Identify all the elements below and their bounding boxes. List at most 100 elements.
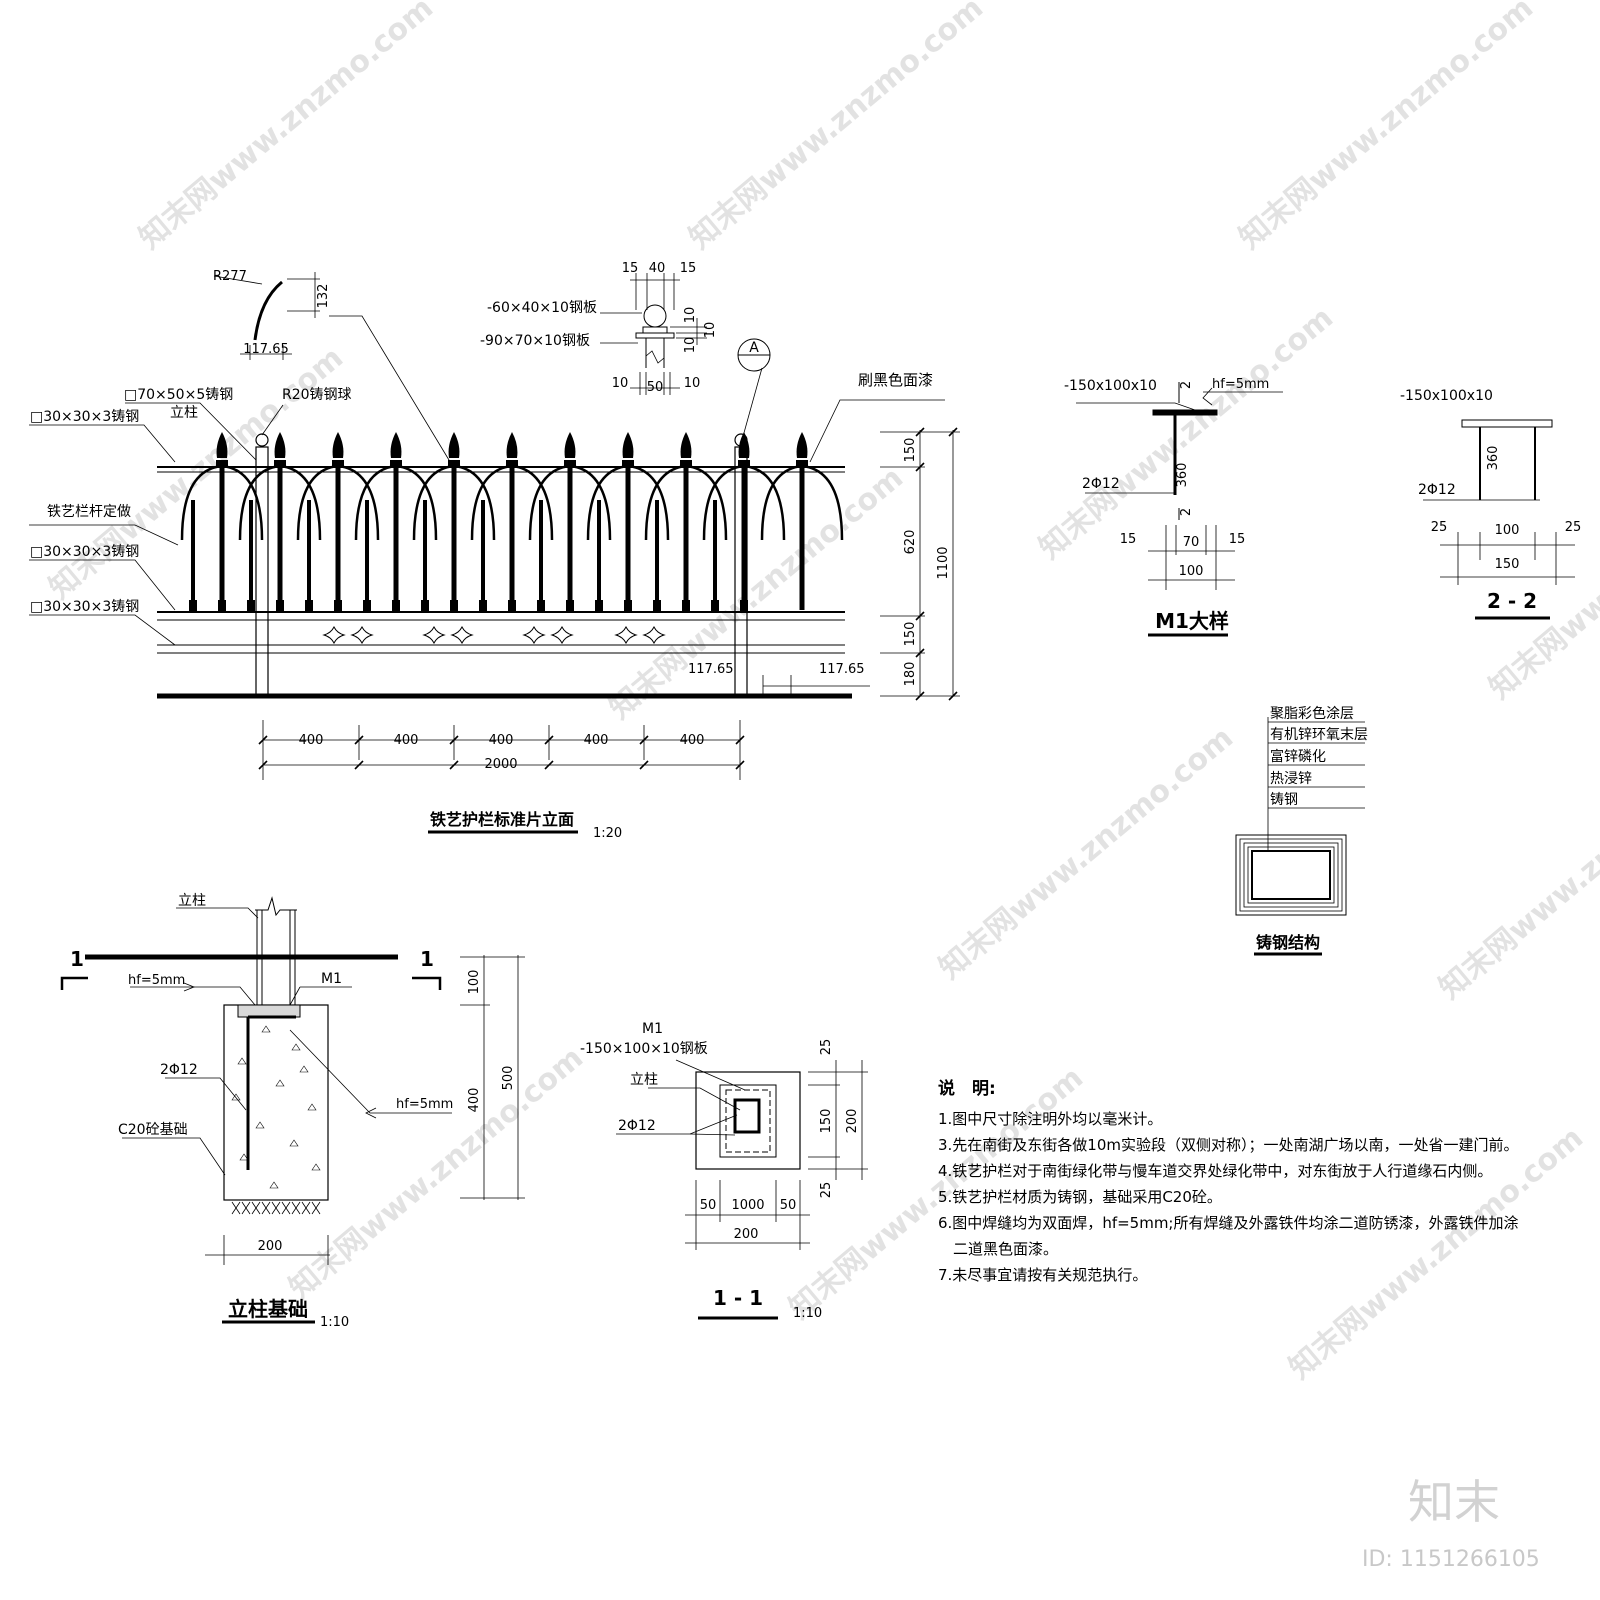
rosette-ornament bbox=[350, 625, 374, 645]
s11-dim-25b: 25 bbox=[819, 1182, 834, 1199]
s11-dim-25a: 25 bbox=[819, 1039, 834, 1056]
intermediate-bar bbox=[684, 500, 688, 612]
section-1-1-labels: M1 -150×100×10钢板 立柱 2Φ12 25 150 200 25 5… bbox=[580, 1021, 860, 1321]
aggregate-mark bbox=[237, 1057, 247, 1065]
dim-tick bbox=[735, 735, 745, 745]
bar-foot bbox=[566, 600, 574, 612]
cap-dim-10c: 10 bbox=[683, 337, 698, 354]
cap-dim-10a: 10 bbox=[683, 307, 698, 324]
intermediate-bar bbox=[336, 500, 340, 612]
bar-foot bbox=[218, 600, 226, 612]
intermediate-bar bbox=[220, 500, 224, 612]
watermark-text: 知末网www.znzmo.com bbox=[283, 1040, 590, 1306]
image-id: ID: 1151266105 bbox=[1362, 1547, 1540, 1572]
soil-hatch-line bbox=[241, 1201, 251, 1215]
dim-150-top: 150 bbox=[903, 438, 918, 463]
bar-foot bbox=[247, 600, 255, 612]
soil-hatch-line bbox=[301, 1201, 311, 1215]
fnd-post-label: 立柱 bbox=[178, 893, 206, 909]
railing-bar bbox=[799, 462, 805, 610]
cap-dim-10d: 10 bbox=[612, 376, 629, 391]
dim-tick bbox=[544, 760, 554, 770]
dim-tick bbox=[915, 427, 925, 437]
bar-foot bbox=[421, 600, 429, 612]
dim-tick bbox=[639, 735, 649, 745]
cap-detail-labels: 15 40 15 -60×40×10钢板 -90×70×10钢板 10 10 1… bbox=[480, 261, 759, 395]
aggregate-mark bbox=[291, 1043, 301, 1051]
bar-foot bbox=[508, 600, 516, 612]
s11-plate-label: -150×100×10钢板 bbox=[580, 1041, 708, 1057]
s11-dim-50b: 50 bbox=[780, 1198, 797, 1213]
aggregate-mark bbox=[289, 1139, 299, 1147]
top-rail-label: □30×30×3铸钢 bbox=[30, 409, 139, 425]
right-offset-label: 117.65 bbox=[819, 662, 865, 677]
dim-tick bbox=[915, 691, 925, 701]
elevation-scale: 1:20 bbox=[593, 826, 622, 841]
m1-weld-label: hf=5mm bbox=[1212, 377, 1269, 392]
aggregate-mark bbox=[261, 1025, 271, 1033]
dim-400-4: 400 bbox=[584, 733, 609, 748]
watermark-text: 知末网www.znzmo.com bbox=[133, 0, 440, 256]
bar-foot bbox=[363, 600, 371, 612]
bar-foot bbox=[624, 600, 632, 612]
spear-finial bbox=[274, 432, 286, 458]
intermediate-bar bbox=[191, 500, 195, 612]
spear-collar bbox=[738, 460, 750, 468]
spear-finial bbox=[448, 432, 460, 458]
note-7: 7.未尽事宜请按有关规范执行。 bbox=[938, 1266, 1147, 1284]
cut-mark-left: 1 bbox=[70, 947, 84, 971]
fnd-weld1-label: hf=5mm bbox=[128, 973, 185, 988]
dim-400-5: 400 bbox=[680, 733, 705, 748]
s22-plate-label: -150x100x10 bbox=[1400, 388, 1493, 404]
spear-collar bbox=[274, 460, 286, 468]
bar-foot bbox=[682, 600, 690, 612]
spear-collar bbox=[390, 460, 402, 468]
intermediate-bar bbox=[626, 500, 630, 612]
spear-finial bbox=[332, 432, 344, 458]
m1-title: M1大样 bbox=[1155, 609, 1229, 633]
rosette-ornament bbox=[422, 625, 446, 645]
spear-finial bbox=[680, 432, 692, 458]
spear-finial bbox=[738, 432, 750, 458]
cap-dim-15a: 15 bbox=[622, 261, 639, 276]
detail-marker-a: A bbox=[749, 340, 759, 356]
railing-elevation bbox=[29, 272, 960, 780]
dim-tick bbox=[735, 760, 745, 770]
watermark-text: 知末网www.znzmo.com bbox=[1033, 300, 1340, 566]
spear-collar bbox=[332, 460, 344, 468]
note-6: 6.图中焊缝均为双面焊，hf=5mm;所有焊缝及外露铁件均涂二道防锈漆，外露铁件… bbox=[938, 1214, 1519, 1232]
dim-1100: 1100 bbox=[936, 546, 951, 579]
fnd-weld2-label: hf=5mm bbox=[396, 1097, 453, 1112]
dim-150-bottom: 150 bbox=[903, 622, 918, 647]
s22-rebar-label: 2Φ12 bbox=[1418, 482, 1456, 498]
spear-finial bbox=[506, 432, 518, 458]
dim-tick bbox=[915, 648, 925, 658]
fnd-dim-100: 100 bbox=[467, 970, 482, 995]
cast-steel-title: 铸钢结构 bbox=[1256, 933, 1320, 952]
section-1-1-scale: 1:10 bbox=[793, 1306, 822, 1321]
dim-400-2: 400 bbox=[394, 733, 419, 748]
spear-collar bbox=[680, 460, 692, 468]
left-offset-label: 117.65 bbox=[688, 662, 734, 677]
intermediate-bar bbox=[597, 500, 601, 612]
spear-finial bbox=[796, 432, 808, 458]
dim-tick bbox=[354, 760, 364, 770]
plate2-label: -90×70×10钢板 bbox=[480, 333, 590, 349]
m1-labels: -150x100x10 2 hf=5mm 360 2Φ12 2 15 70 15… bbox=[1064, 377, 1269, 633]
m1-dim-2a: 2 bbox=[1179, 381, 1194, 389]
intermediate-bar bbox=[423, 500, 427, 612]
spear-collar bbox=[448, 460, 460, 468]
rosette-ornament bbox=[550, 625, 574, 645]
bar-foot bbox=[276, 600, 284, 612]
m1-dim-70: 70 bbox=[1183, 535, 1200, 550]
intermediate-bar bbox=[307, 500, 311, 612]
layer-coating: 聚脂彩色涂层 bbox=[1270, 705, 1354, 722]
intermediate-bar bbox=[539, 500, 543, 612]
note-4: 4.铁艺护栏对于南街绿化带与慢车道交界处绿化带中，对东街放于人行道缘石内侧。 bbox=[938, 1162, 1492, 1180]
bar-foot bbox=[479, 600, 487, 612]
spear-collar bbox=[216, 460, 228, 468]
dim-tick bbox=[948, 427, 958, 437]
dim-620: 620 bbox=[903, 530, 918, 555]
layer-galvanize: 热浸锌 bbox=[1270, 771, 1312, 787]
